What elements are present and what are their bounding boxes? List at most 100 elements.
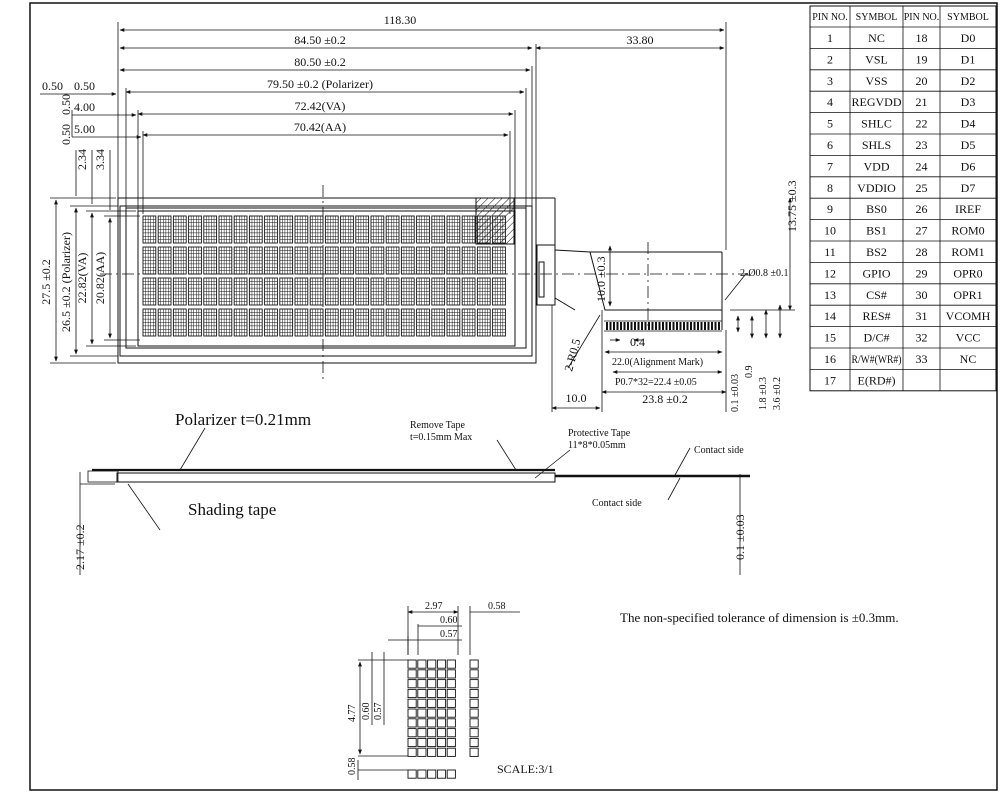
detail-dot [417, 669, 427, 679]
detail-dot [469, 747, 479, 757]
dim-thickness: 2.17 ±0.2 [73, 524, 87, 570]
dim-h-100: 10.0 ±0.3 [594, 256, 608, 302]
pin-table-cell: 5 [827, 117, 833, 131]
char-cell [264, 246, 278, 275]
pin-table-cell: D0 [961, 31, 976, 45]
detail-dot [469, 659, 479, 669]
pin-table-cell: 30 [916, 288, 928, 302]
detail-dot [469, 669, 479, 679]
char-cell [324, 215, 339, 244]
label-remove-tape-2: t=0.15mm Max [410, 432, 472, 443]
fpc-pin [616, 322, 619, 330]
detail-dot [427, 769, 437, 779]
pin-table-cell: IREF [955, 202, 981, 216]
pin-table-cell: D3 [961, 95, 976, 109]
char-cell [431, 277, 446, 306]
detail-dot [446, 747, 456, 757]
detail-dot [436, 718, 447, 728]
detail-dot [469, 679, 479, 689]
detail-dot [407, 659, 417, 669]
detail-dot [427, 688, 437, 699]
dim-glass: 80.50 ±0.2 [294, 55, 346, 69]
char-cell [400, 215, 415, 244]
fpc-pin [690, 322, 692, 330]
fpc-pin [641, 322, 643, 330]
pin-table-cell: 7 [827, 159, 833, 173]
char-cell [476, 277, 491, 306]
pin-table-cell: VDD [864, 159, 890, 173]
detail-dot [427, 708, 437, 718]
char-cell [370, 246, 385, 275]
detail-dot [417, 688, 427, 699]
pixel-detail: 2.97 0.58 0.60 0.57 4.77 0.60 0.57 0.58 … [347, 601, 554, 780]
pin-table-cell: R/W#(WR#) [852, 352, 902, 366]
pin-table-cell: 33 [916, 352, 928, 366]
pin-table-cell: 1 [827, 31, 833, 45]
fpc-pins [604, 320, 722, 332]
char-cell [142, 277, 157, 306]
pin-table-cell: 12 [824, 266, 836, 280]
char-cell [203, 277, 218, 306]
top-dimension-labels: 118.30 84.50 ±0.2 33.80 80.50 ±0.2 79.50… [42, 13, 654, 136]
dim-align: 22.0(Alignment Mark) [612, 357, 703, 368]
detail-dot [469, 708, 479, 718]
detail-dot [436, 747, 447, 757]
dim-h058: 0.58 [347, 758, 358, 776]
detail-dot [407, 679, 417, 689]
char-cell [385, 215, 400, 244]
detail-dot [446, 669, 456, 679]
detail-dot [436, 669, 447, 679]
tolerance-note: The non-specified tolerance of dimension… [620, 610, 899, 625]
fpc-pin [662, 322, 664, 330]
fpc-pin [672, 322, 675, 330]
pin-table-cell: D2 [961, 74, 976, 88]
char-cell [203, 215, 218, 244]
dim-h060: 0.60 [361, 703, 372, 721]
char-cell [340, 246, 354, 275]
detail-dot [427, 679, 437, 689]
pin-table-header: SYMBOL [856, 12, 898, 23]
char-cell [340, 277, 354, 306]
fpc-pin [637, 322, 640, 330]
dim-fpc-offset: 33.80 [627, 33, 654, 47]
pin-table-cell: D4 [961, 117, 976, 131]
fpc-pin [683, 322, 685, 330]
detail-dot [427, 659, 437, 669]
dim-h477: 4.77 [347, 705, 358, 723]
char-cell [324, 246, 339, 275]
char-cell [431, 246, 446, 275]
char-cell [172, 277, 187, 306]
detail-dot [436, 679, 447, 689]
dim-radius: 2-R0.5 [561, 337, 583, 372]
pin-table-cell: RES# [862, 309, 890, 323]
char-cell [340, 308, 354, 337]
fpc-pin [648, 322, 650, 330]
char-cell [294, 215, 309, 244]
char-cell [309, 308, 324, 337]
char-cell [157, 215, 172, 244]
char-cell [446, 277, 461, 306]
char-cell [416, 277, 430, 306]
dim-top-b: 0.50 [59, 94, 73, 115]
char-cell [264, 277, 278, 306]
pin-table-cell: 26 [916, 202, 928, 216]
char-cell [264, 215, 278, 244]
pin-table-cell: OPR0 [953, 266, 982, 280]
detail-grid [407, 659, 479, 779]
pin-table-cell: ROM0 [951, 224, 984, 238]
dim-w297: 2.97 [425, 601, 443, 612]
char-cell [446, 246, 461, 275]
dim-polarizer: 79.50 ±0.2 (Polarizer) [267, 77, 373, 91]
label-protective-2: 11*8*0.05mm [568, 440, 626, 451]
dim-left-b: 0.50 [74, 79, 95, 93]
char-cell [385, 308, 400, 337]
dim-va-h: 22.82(VA) [75, 253, 89, 304]
label-scale: SCALE:3/1 [497, 762, 554, 776]
